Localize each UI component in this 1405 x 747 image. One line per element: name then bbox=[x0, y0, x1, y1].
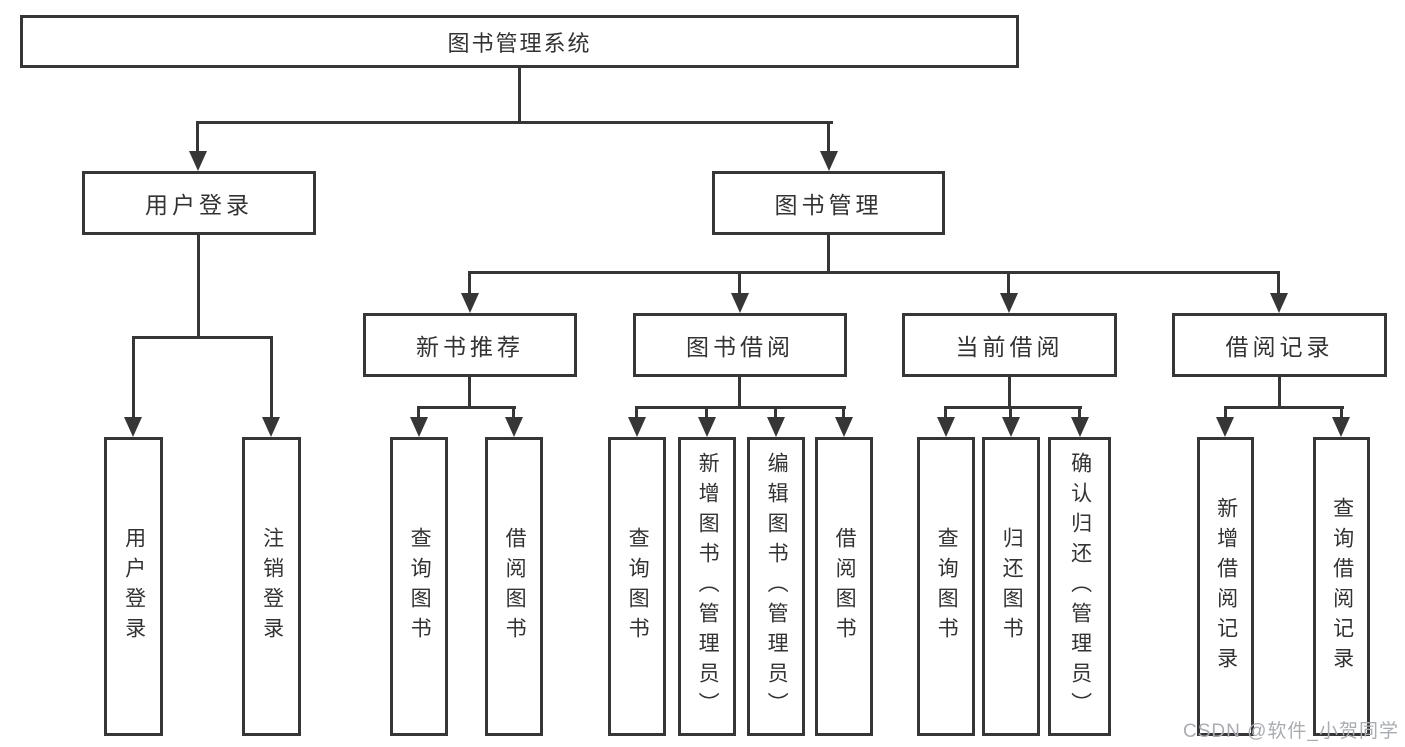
connector-line bbox=[1008, 377, 1011, 409]
connector-line bbox=[1007, 271, 1010, 295]
node-label: 归还图书 bbox=[1000, 526, 1024, 647]
node-label: 图书管理系统 bbox=[447, 30, 592, 56]
connector-line bbox=[635, 406, 846, 409]
connector-line bbox=[132, 336, 273, 339]
connector-line bbox=[635, 406, 638, 420]
arrowhead-down-icon bbox=[1270, 293, 1288, 313]
connector-line bbox=[270, 336, 273, 419]
node-current-borrowing: 当前借阅 bbox=[902, 313, 1117, 377]
node-book-management: 图书管理 bbox=[712, 171, 945, 235]
connector-line bbox=[512, 406, 515, 420]
arrowhead-down-icon bbox=[410, 417, 428, 437]
node-label: 借阅图书 bbox=[503, 526, 527, 647]
connector-line bbox=[705, 406, 708, 420]
node-label: 借阅图书 bbox=[833, 526, 857, 647]
arrowhead-down-icon bbox=[937, 417, 955, 437]
leaf-confirm-return-admin: 确认归还（管理员） bbox=[1048, 437, 1111, 736]
connector-line bbox=[417, 406, 420, 420]
leaf-borrow-books-recommend: 借阅图书 bbox=[485, 437, 543, 736]
node-label: 图书管理 bbox=[774, 192, 883, 218]
connector-line bbox=[827, 235, 830, 274]
connector-line bbox=[1340, 406, 1343, 420]
connector-line bbox=[1277, 271, 1280, 295]
node-label: 查询图书 bbox=[935, 526, 959, 647]
connector-line bbox=[944, 406, 1082, 409]
connector-line bbox=[738, 271, 741, 295]
leaf-logout: 注销登录 bbox=[242, 437, 301, 736]
arrowhead-down-icon bbox=[1000, 293, 1018, 313]
leaf-add-borrow-record: 新增借阅记录 bbox=[1197, 437, 1254, 736]
node-label: 新增借阅记录 bbox=[1214, 496, 1238, 677]
connector-line bbox=[1278, 377, 1281, 409]
connector-line bbox=[518, 68, 521, 124]
node-label: 确认归还（管理员） bbox=[1068, 451, 1092, 722]
node-library-management-system: 图书管理系统 bbox=[20, 15, 1019, 68]
node-label: 查询图书 bbox=[626, 526, 650, 647]
connector-line bbox=[842, 406, 845, 420]
connector-line bbox=[738, 377, 741, 409]
node-label: 当前借阅 bbox=[955, 334, 1064, 360]
connector-line bbox=[468, 271, 471, 295]
connector-line bbox=[417, 406, 516, 409]
connector-line bbox=[1224, 406, 1227, 420]
leaf-query-books-recommend: 查询图书 bbox=[390, 437, 448, 736]
connector-line bbox=[774, 406, 777, 420]
node-user-login: 用户登录 bbox=[82, 171, 316, 235]
arrowhead-down-icon bbox=[505, 417, 523, 437]
arrowhead-down-icon bbox=[124, 417, 142, 437]
connector-line bbox=[1009, 406, 1012, 420]
connector-line bbox=[468, 271, 1280, 274]
arrowhead-down-icon bbox=[731, 293, 749, 313]
leaf-query-books-current: 查询图书 bbox=[917, 437, 975, 736]
leaf-user-login: 用户登录 bbox=[104, 437, 163, 736]
connector-line bbox=[468, 377, 471, 409]
connector-line bbox=[827, 121, 830, 153]
leaf-query-books-borrowing: 查询图书 bbox=[608, 437, 666, 736]
arrowhead-down-icon bbox=[698, 417, 716, 437]
arrowhead-down-icon bbox=[1216, 417, 1234, 437]
arrowhead-down-icon bbox=[262, 417, 280, 437]
node-label: 查询借阅记录 bbox=[1330, 496, 1354, 677]
leaf-edit-books-admin: 编辑图书（管理员） bbox=[747, 437, 805, 736]
node-label: 借阅记录 bbox=[1225, 334, 1334, 360]
node-label: 查询图书 bbox=[408, 526, 432, 647]
connector-line bbox=[944, 406, 947, 420]
node-label: 编辑图书（管理员） bbox=[765, 451, 789, 722]
node-label: 图书借阅 bbox=[686, 334, 794, 360]
arrowhead-down-icon bbox=[189, 151, 207, 171]
arrowhead-down-icon bbox=[1332, 417, 1350, 437]
node-label: 注销登录 bbox=[260, 526, 284, 647]
arrowhead-down-icon bbox=[1071, 417, 1089, 437]
node-label: 用户登录 bbox=[145, 192, 253, 218]
connector-line bbox=[196, 121, 199, 153]
leaf-return-books: 归还图书 bbox=[982, 437, 1040, 736]
connector-line bbox=[132, 336, 135, 419]
arrowhead-down-icon bbox=[461, 293, 479, 313]
connector-line bbox=[197, 235, 200, 339]
node-borrowing-records: 借阅记录 bbox=[1172, 313, 1387, 377]
node-new-book-recommendation: 新书推荐 bbox=[363, 313, 577, 377]
arrowhead-down-icon bbox=[767, 417, 785, 437]
connector-line bbox=[1078, 406, 1081, 420]
csdn-watermark: CSDN @软件_小贺同学 bbox=[1183, 721, 1399, 742]
leaf-borrow-books: 借阅图书 bbox=[815, 437, 873, 736]
arrowhead-down-icon bbox=[628, 417, 646, 437]
connector-line bbox=[196, 121, 833, 124]
connector-line bbox=[1224, 406, 1344, 409]
leaf-add-books-admin: 新增图书（管理员） bbox=[678, 437, 736, 736]
arrowhead-down-icon bbox=[835, 417, 853, 437]
node-label: 新增图书（管理员） bbox=[696, 451, 720, 722]
arrowhead-down-icon bbox=[820, 151, 838, 171]
arrowhead-down-icon bbox=[1002, 417, 1020, 437]
node-label: 新书推荐 bbox=[416, 334, 524, 360]
leaf-query-borrow-record: 查询借阅记录 bbox=[1313, 437, 1370, 736]
node-book-borrowing: 图书借阅 bbox=[633, 313, 847, 377]
node-label: 用户登录 bbox=[122, 526, 146, 647]
